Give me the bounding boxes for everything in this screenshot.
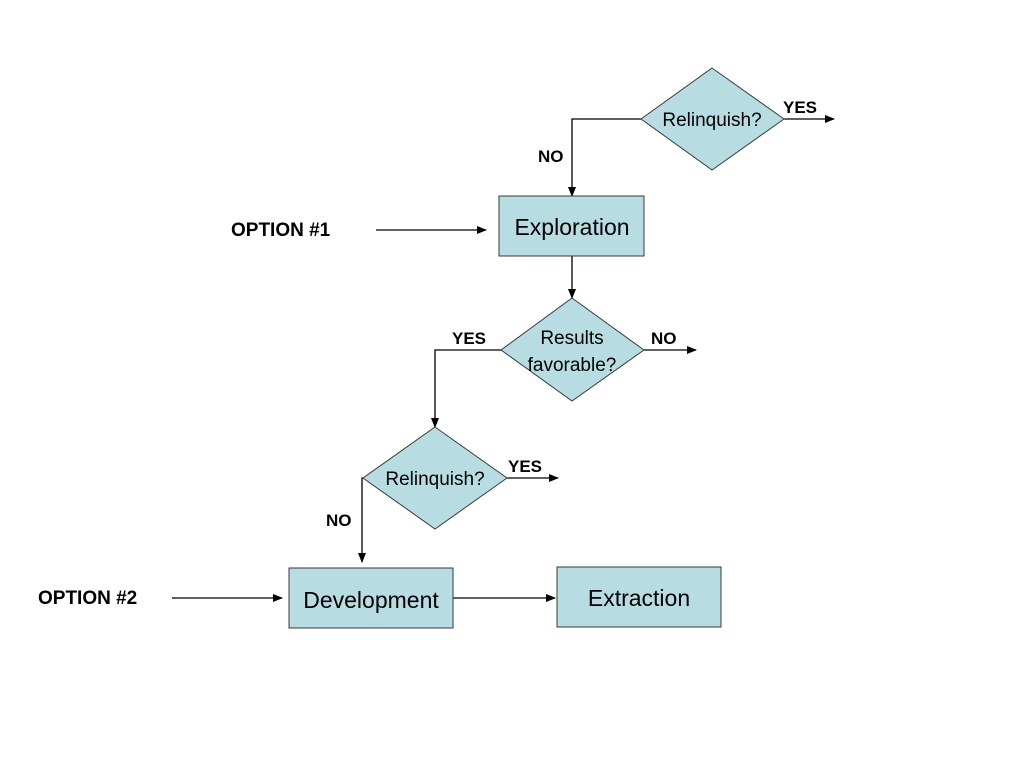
edge-label-relinquish-top-yes: YES <box>783 98 817 117</box>
decision-diamond <box>640 67 785 171</box>
decision-label-line1: Results <box>540 328 603 349</box>
process-label: Exploration <box>514 214 629 240</box>
edge-label-relinquish-mid-yes: YES <box>508 457 542 476</box>
decision-label: Relinquish? <box>662 110 761 131</box>
edge-label-results-no: NO <box>651 329 677 348</box>
process-box <box>288 567 454 629</box>
edge-relinquish-mid-no-to-development <box>358 477 366 563</box>
decision-diamond <box>362 426 508 530</box>
edge-results-yes-to-relinquish-mid <box>431 349 501 428</box>
decision-label-line2: favorable? <box>528 355 617 376</box>
option-1-label: OPTION #1 <box>231 220 331 241</box>
option-2-label: OPTION #2 <box>38 588 137 609</box>
option-labels: OPTION #1 OPTION #2 <box>38 220 331 609</box>
edges <box>172 115 835 602</box>
decision-label: Relinquish? <box>385 469 484 490</box>
node-relinquish-top: Relinquish? <box>640 67 785 171</box>
node-extraction: Extraction <box>556 566 722 628</box>
edge-labels: YES NO YES NO YES NO <box>326 98 817 530</box>
process-box <box>498 195 645 257</box>
process-box <box>556 566 722 628</box>
node-results-favorable: Results favorable? <box>500 297 645 402</box>
node-development: Development <box>288 567 454 629</box>
process-label: Extraction <box>588 585 690 611</box>
edge-relinquish-top-no-to-exploration <box>568 118 641 197</box>
edge-label-relinquish-top-no: NO <box>538 147 564 166</box>
edge-label-results-yes: YES <box>452 329 486 348</box>
decision-diamond <box>500 297 645 402</box>
node-relinquish-mid: Relinquish? <box>362 426 508 530</box>
node-exploration: Exploration <box>498 195 645 257</box>
edge-label-relinquish-mid-no: NO <box>326 511 352 530</box>
process-label: Development <box>303 587 439 613</box>
